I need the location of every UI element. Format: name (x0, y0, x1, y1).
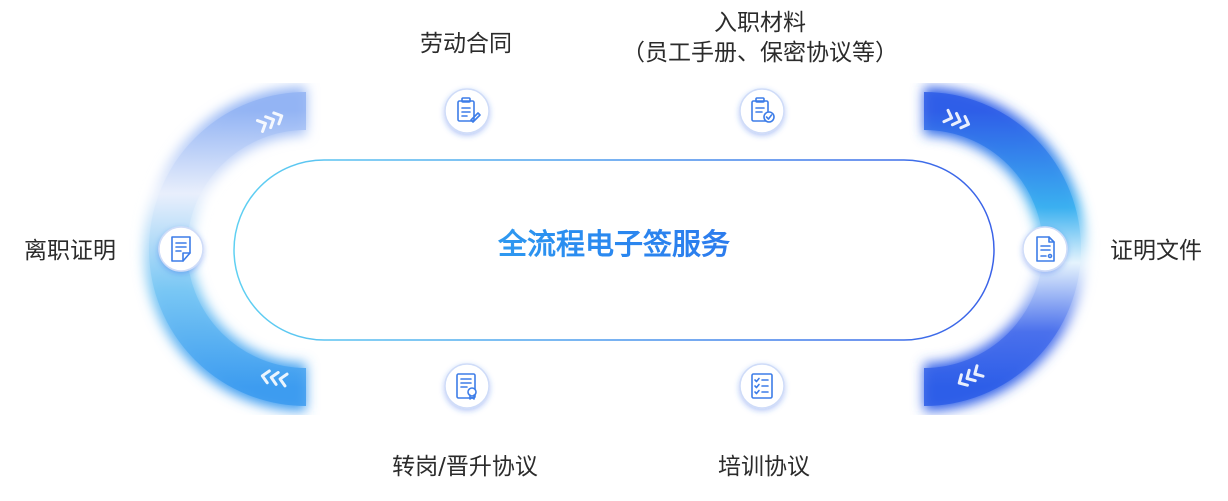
document-seal-icon (444, 363, 490, 409)
stage-label-text: 离职证明 (24, 238, 116, 264)
stage-label-resignation: 离职证明 (0, 236, 140, 266)
flow-arrow-bottom-middle (596, 379, 624, 395)
flow-arrow-bottom-right (957, 364, 985, 387)
stage-label-text: 劳动合同 (420, 31, 512, 57)
flow-arrow-top-left (255, 111, 284, 133)
stage-label-subtitle: （员工手册、保密协议等） (622, 40, 898, 66)
stage-label-labor-contract: 劳动合同 (396, 29, 536, 59)
center-capsule (233, 159, 995, 341)
document-edit-icon (158, 226, 204, 272)
clipboard-signature-icon (444, 88, 490, 134)
stage-label-onboarding-materials: 入职材料 （员工手册、保密协议等） (600, 8, 920, 68)
stage-label-text: 转岗/晋升协议 (392, 454, 538, 480)
flow-arrow-top-middle (602, 103, 630, 119)
stage-label-text: 证明文件 (1110, 238, 1202, 264)
flow-arrow-top-right (942, 108, 971, 130)
stage-label-transfer-promotion: 转岗/晋升协议 (360, 452, 570, 482)
document-certificate-icon (1022, 226, 1068, 272)
stage-label-training: 培训协议 (684, 452, 844, 482)
clipboard-check-icon (739, 88, 785, 134)
stage-label-title: 入职材料 (714, 10, 806, 36)
stage-label-text: 培训协议 (718, 454, 810, 480)
checklist-icon (739, 363, 785, 409)
stage-label-certificate: 证明文件 (1086, 236, 1226, 266)
center-title: 全流程电子签服务 (234, 224, 994, 264)
flow-arrow-bottom-left (260, 369, 289, 388)
